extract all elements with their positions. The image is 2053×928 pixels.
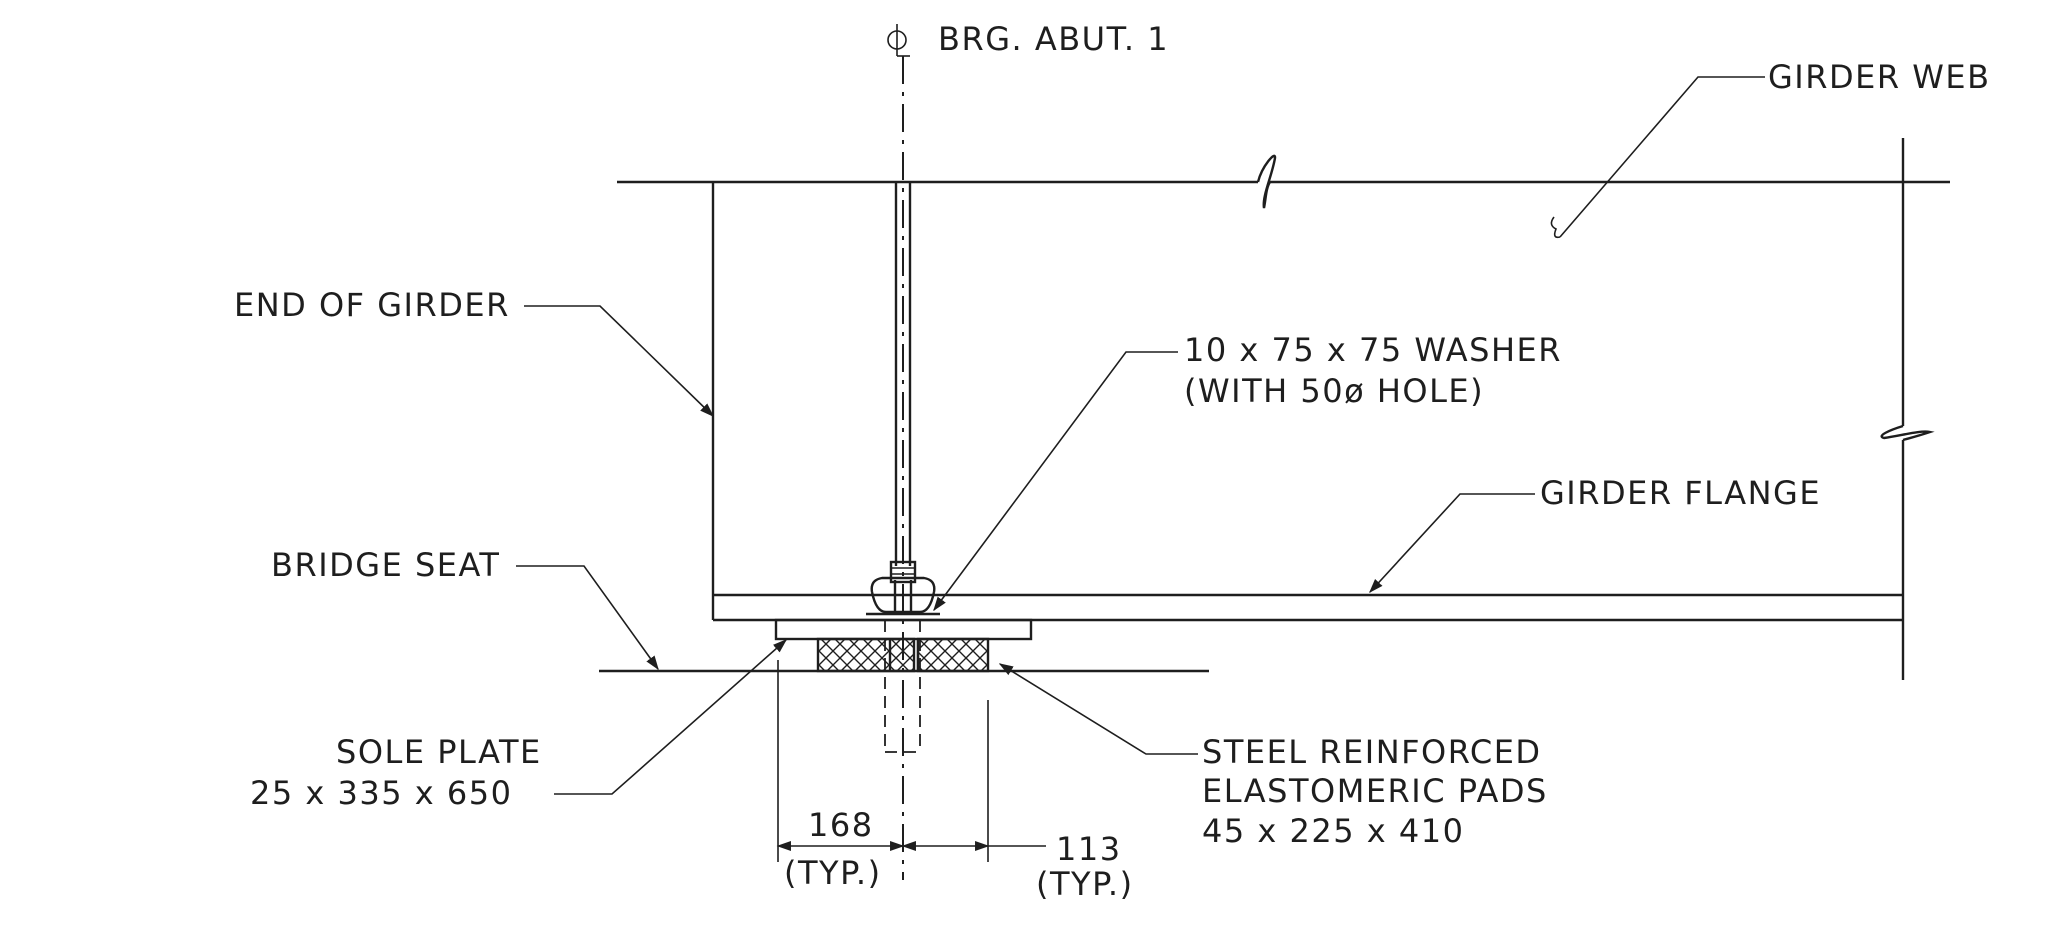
elastomeric-pad-left <box>816 637 916 673</box>
cl-symbol-icon <box>887 24 910 57</box>
dim-left-typ: (TYP.) <box>784 854 882 892</box>
sole-plate-leader <box>554 639 788 795</box>
end-of-girder-leader <box>524 305 715 418</box>
dim-right-typ: (TYP.) <box>1036 865 1134 903</box>
girder-outline <box>617 154 1950 620</box>
washer-leader <box>933 351 1178 612</box>
dim-left-value: 168 <box>808 806 874 844</box>
girder-flange-label: GIRDER FLANGE <box>1540 474 1821 512</box>
pads-label-line2: ELASTOMERIC PADS <box>1202 772 1548 810</box>
girder-web-label: GIRDER WEB <box>1768 58 1991 96</box>
anchor-bolt <box>866 182 940 753</box>
bridge-seat-label: BRIDGE SEAT <box>271 546 500 584</box>
girder-flange-leader <box>1369 493 1535 594</box>
sole-plate-label-line2: 25 x 335 x 650 <box>250 774 512 812</box>
girder-web-leader <box>1559 76 1765 238</box>
girder-break-line <box>1880 138 1935 680</box>
end-of-girder-label: END OF GIRDER <box>234 286 510 324</box>
pads-label-line3: 45 x 225 x 410 <box>1202 812 1464 850</box>
dim-right-value: 113 <box>1056 830 1122 868</box>
elastomeric-pad-right <box>916 637 990 673</box>
pads-leader <box>998 663 1198 755</box>
bridge-seat-leader <box>516 565 659 671</box>
dimension-lines <box>776 660 1046 862</box>
cl-brg-label: BRG. ABUT. 1 <box>938 20 1169 58</box>
washer-label-line2: (WITH 50ø HOLE) <box>1184 372 1484 410</box>
girder-flange <box>713 593 1903 622</box>
sole-plate-label-line1: SOLE PLATE <box>336 733 542 771</box>
pads-label-line1: STEEL REINFORCED <box>1202 733 1542 771</box>
washer-label-line1: 10 x 75 x 75 WASHER <box>1184 331 1562 369</box>
girder-web-leader-tick <box>1550 216 1561 239</box>
